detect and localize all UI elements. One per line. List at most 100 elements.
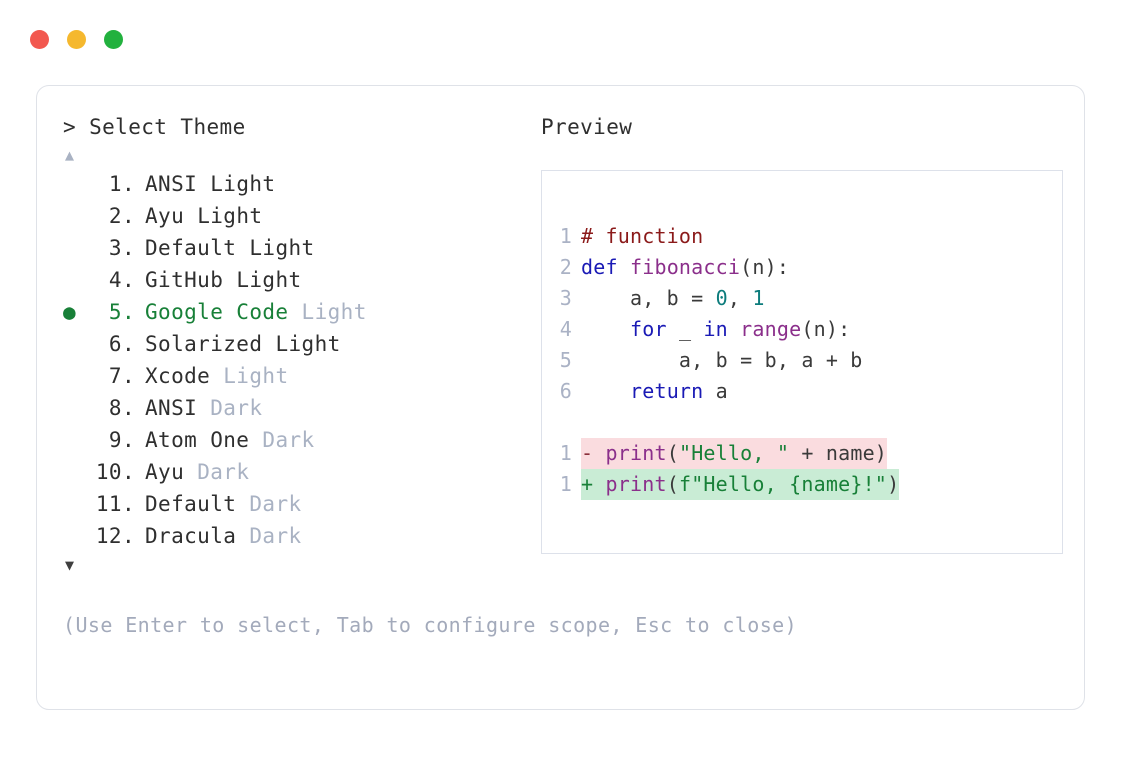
space — [184, 456, 197, 488]
card-content: > Select Theme ▲ 1.ANSI Light 2.Ayu Ligh… — [63, 112, 1063, 689]
selected-bullet-icon: ● — [63, 300, 77, 324]
window-close-button[interactable] — [30, 30, 49, 49]
bullet-placeholder — [63, 328, 91, 360]
page-title: Select Theme — [89, 115, 246, 139]
diff-line: 1- print("Hello, " + name) — [542, 438, 1062, 469]
two-column-layout: > Select Theme ▲ 1.ANSI Light 2.Ayu Ligh… — [63, 112, 1063, 640]
token-plain: a, b = — [581, 286, 716, 310]
window-maximize-button[interactable] — [104, 30, 123, 49]
scroll-down-icon[interactable]: ▼ — [65, 556, 75, 574]
theme-item-index: 3. — [108, 236, 135, 260]
space — [197, 168, 210, 200]
space — [184, 200, 197, 232]
space — [223, 264, 236, 296]
theme-item-name: GitHub — [145, 268, 224, 292]
code-text: def fibonacci(n): — [581, 252, 789, 283]
theme-item-name: ANSI — [145, 396, 198, 420]
code-line: 5 a, b = b, a + b — [542, 345, 1062, 376]
space — [210, 360, 223, 392]
space — [288, 296, 301, 328]
token-plain: , — [727, 286, 753, 310]
theme-item-variant: Light — [249, 236, 315, 260]
line-number: 6 — [559, 379, 572, 403]
keyboard-hint: (Use Enter to select, Tab to configure s… — [63, 613, 798, 637]
theme-list-item[interactable]: 1.ANSI Light — [63, 168, 541, 200]
theme-list-item[interactable]: 4.GitHub Light — [63, 264, 541, 296]
token-kw: return — [629, 379, 704, 403]
code-line: 1 # function — [542, 221, 1062, 252]
theme-item-variant: Light — [197, 204, 263, 228]
code-text: # function — [581, 221, 703, 252]
token-plain: a, b = b, a + b — [581, 348, 863, 372]
code-text: a, b = 0, 1 — [581, 283, 765, 314]
space — [197, 392, 210, 424]
token-plain — [581, 317, 630, 341]
bullet-placeholder — [63, 520, 91, 552]
diff-block: 1- print("Hello, " + name)1+ print(f"Hel… — [542, 438, 1062, 500]
theme-list-item[interactable]: 12.Dracula Dark — [63, 520, 541, 552]
bullet-placeholder — [63, 424, 91, 456]
theme-item-name: Ayu — [145, 204, 185, 228]
theme-item-variant: Dark — [262, 428, 315, 452]
token-plain — [728, 317, 740, 341]
line-number: 1 — [559, 224, 572, 248]
theme-list-item[interactable]: 7. Xcode Light — [63, 360, 541, 392]
theme-item-index: 8. — [108, 396, 135, 420]
token-fn: range — [740, 317, 802, 341]
theme-item-index: 10. — [95, 460, 135, 484]
theme-item-variant: Dark — [249, 524, 302, 548]
theme-list-item[interactable]: 9. Atom One Dark — [63, 424, 541, 456]
token-plain: (n): — [801, 317, 851, 341]
code-line: 6 return a — [542, 376, 1062, 407]
bullet-placeholder — [63, 200, 91, 232]
token-fn: print — [605, 441, 667, 465]
theme-item-name: ANSI — [145, 172, 198, 196]
theme-list-item[interactable]: 8.ANSI Dark — [63, 392, 541, 424]
prompt-header: > Select Theme — [63, 112, 541, 142]
theme-item-index: 6. — [108, 332, 135, 356]
token-mark-del: - — [581, 441, 606, 465]
theme-list-item[interactable]: ●5.Google Code Light — [63, 296, 541, 328]
theme-select-pane: > Select Theme ▲ 1.ANSI Light 2.Ayu Ligh… — [63, 112, 798, 640]
theme-item-variant: Light — [210, 172, 276, 196]
theme-item-index: 9. — [108, 428, 135, 452]
window-minimize-button[interactable] — [67, 30, 86, 49]
prompt-symbol: > — [63, 115, 77, 139]
theme-item-variant: Light — [236, 268, 302, 292]
theme-list-item[interactable]: 2.Ayu Light — [63, 200, 541, 232]
theme-list-item[interactable]: 6. Solarized Light — [63, 328, 541, 360]
theme-list-item[interactable]: 3. Default Light — [63, 232, 541, 264]
theme-item-index: 12. — [95, 524, 135, 548]
token-plain: ( — [666, 441, 679, 465]
code-text: + print(f"Hello, {name}!") — [581, 469, 900, 500]
theme-list-item[interactable]: 11.Default Dark — [63, 488, 541, 520]
theme-item-name: Solarized — [145, 332, 263, 356]
theme-picker-card: > Select Theme ▲ 1.ANSI Light 2.Ayu Ligh… — [36, 85, 1085, 710]
theme-item-name: Atom One — [145, 428, 250, 452]
token-mark-ins: + — [581, 472, 606, 496]
theme-item-name: Default — [145, 236, 237, 260]
token-num: 0 — [715, 286, 728, 310]
bullet-placeholder — [63, 456, 91, 488]
code-text: - print("Hello, " + name) — [581, 438, 888, 469]
token-str: f"Hello, {name}!" — [678, 472, 888, 496]
scroll-up-icon[interactable]: ▲ — [65, 146, 75, 164]
token-num: 1 — [752, 286, 765, 310]
line-number: 4 — [559, 317, 572, 341]
theme-item-variant: Light — [223, 364, 289, 388]
theme-item-name: Xcode — [145, 364, 211, 388]
theme-item-index: 11. — [95, 492, 135, 516]
theme-item-index: 7. — [108, 364, 135, 388]
theme-item-variant: Light — [301, 300, 367, 324]
token-plain: _ — [666, 317, 704, 341]
line-number: 3 — [559, 286, 572, 310]
theme-list: 1.ANSI Light 2.Ayu Light 3. Default Light… — [63, 168, 541, 552]
theme-item-variant: Light — [275, 332, 341, 356]
token-plain: ( — [666, 472, 679, 496]
token-fn: print — [605, 472, 667, 496]
theme-list-item[interactable]: 10.Ayu Dark — [63, 456, 541, 488]
